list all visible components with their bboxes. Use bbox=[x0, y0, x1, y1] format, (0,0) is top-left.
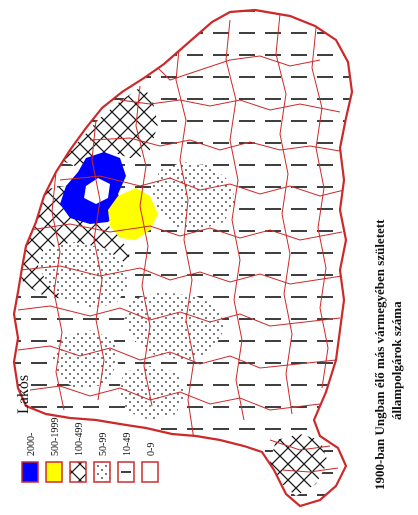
region-50-99-south bbox=[124, 292, 224, 360]
title-line-1: 1900-ban Ungban élő más vármegyében szül… bbox=[372, 219, 387, 490]
legend-label-50-99: 50-99 bbox=[98, 433, 109, 456]
region-100-499-south bbox=[270, 434, 328, 496]
legend-label-10-49: 10-49 bbox=[122, 433, 133, 456]
map-title: 1900-ban Ungban élő más vármegyében szül… bbox=[372, 219, 404, 490]
county-outline bbox=[12, 8, 354, 508]
region-0-9-enclave bbox=[84, 178, 110, 204]
district-boundaries bbox=[17, 13, 347, 473]
region-50-99-bottom bbox=[118, 366, 186, 420]
region-100-499-northwest bbox=[60, 86, 158, 168]
legend-label-100-499: 100-499 bbox=[74, 423, 85, 456]
region-50-99-southwest bbox=[38, 242, 128, 308]
legend-swatch-500-1999 bbox=[45, 461, 63, 483]
legend-swatch-50-99 bbox=[93, 461, 111, 483]
legend-swatch-0-9 bbox=[141, 461, 159, 483]
legend-swatch-100-499 bbox=[69, 461, 87, 483]
legend-label-0-9: 0-9 bbox=[146, 443, 157, 456]
legend-label-2000-plus: 2000- bbox=[26, 433, 37, 456]
title-line-2: állampolgárok száma bbox=[389, 301, 404, 420]
legend-heading: Lakos bbox=[15, 375, 32, 414]
legend-swatch-2000-plus bbox=[21, 461, 39, 483]
legend: Lakos 2000- 500-1999 100-499 50-99 10-49… bbox=[15, 375, 159, 483]
legend-label-500-1999: 500-1999 bbox=[50, 418, 61, 456]
